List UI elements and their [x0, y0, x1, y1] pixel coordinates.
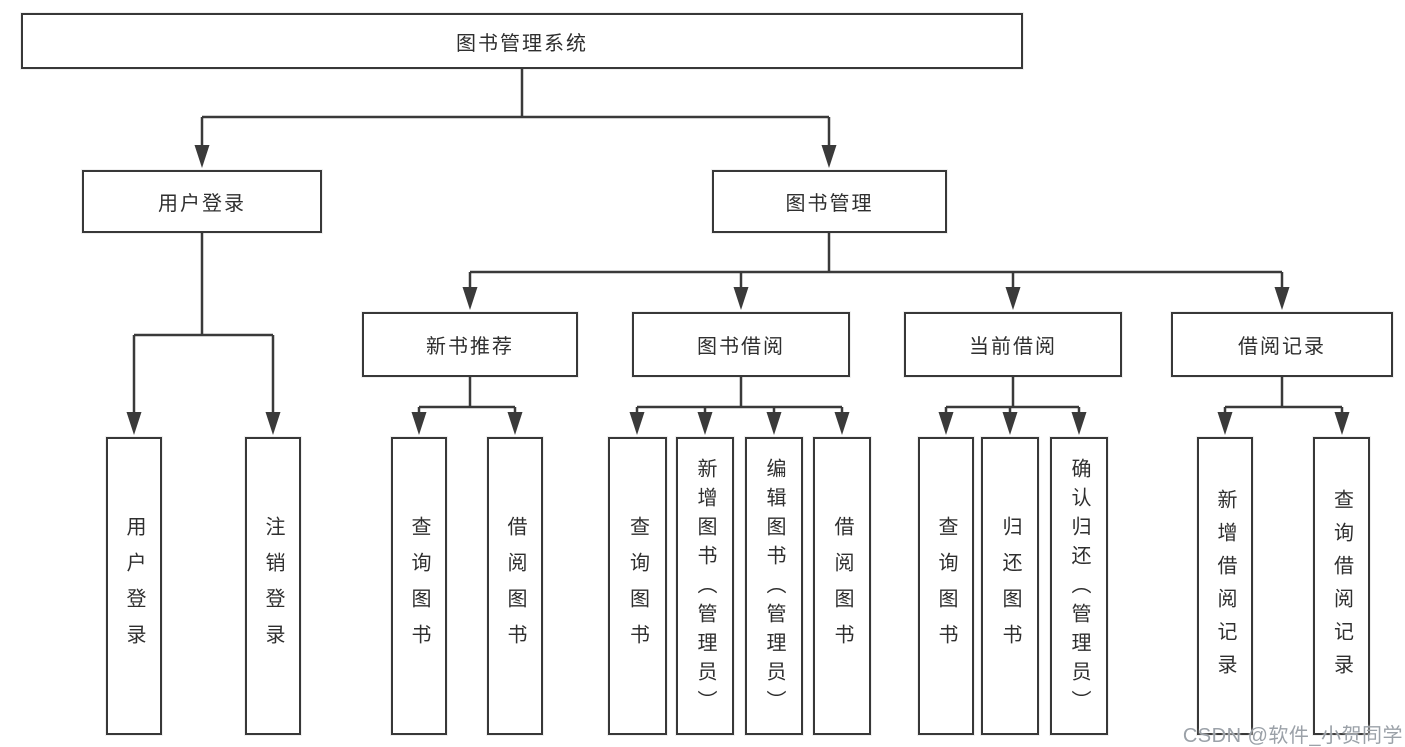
csdn-watermark: CSDN @软件_小贺同学 [1182, 725, 1403, 747]
leaf-query-books-current: 查询图书 [918, 437, 974, 735]
leaf-add-borrow-record: 新增借阅记录 [1197, 437, 1253, 735]
leaf-logout: 注销登录 [245, 437, 301, 735]
node-book-management: 图书管理 [712, 170, 947, 233]
leaf-query-borrow-record: 查询借阅记录 [1313, 437, 1370, 735]
leaf-query-books-borrow: 查询图书 [608, 437, 667, 735]
node-user-login: 用户登录 [82, 170, 322, 233]
arrowheads [126, 145, 1350, 435]
leaf-query-books-recommend: 查询图书 [391, 437, 447, 735]
node-new-book-recommend: 新书推荐 [362, 312, 578, 377]
node-current-borrow: 当前借阅 [904, 312, 1122, 377]
node-book-borrow: 图书借阅 [632, 312, 850, 377]
node-borrow-records: 借阅记录 [1171, 312, 1393, 377]
node-root-system: 图书管理系统 [21, 13, 1023, 69]
leaf-return-book: 归还图书 [981, 437, 1039, 735]
leaf-borrow-books-recommend: 借阅图书 [487, 437, 543, 735]
leaf-user-login: 用户登录 [106, 437, 162, 735]
leaf-add-book-admin: 新增图书（管理员） [676, 437, 734, 735]
leaf-edit-book-admin: 编辑图书（管理员） [745, 437, 803, 735]
leaf-borrow-books: 借阅图书 [813, 437, 871, 735]
leaf-confirm-return-admin: 确认归还（管理员） [1050, 437, 1108, 735]
